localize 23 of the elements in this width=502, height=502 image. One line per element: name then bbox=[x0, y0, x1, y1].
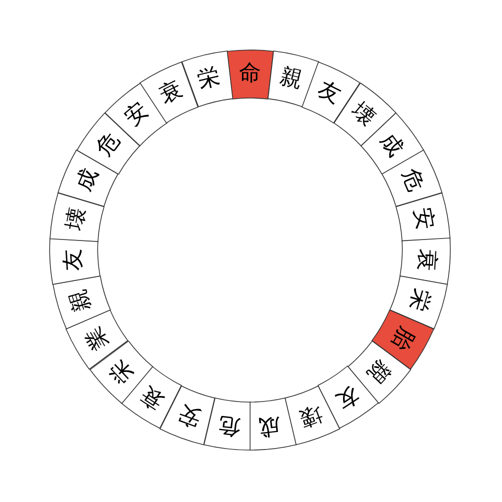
segment-label: 親 bbox=[276, 64, 306, 94]
segment-label: 栄 bbox=[404, 286, 434, 316]
segment-label: 危 bbox=[396, 164, 428, 196]
segment-label: 壊 bbox=[294, 400, 326, 431]
segment-label: 衰 bbox=[413, 248, 438, 273]
segment-label: 壊 bbox=[62, 206, 91, 234]
segment-label: 親 bbox=[361, 354, 395, 388]
segment-label: 安 bbox=[174, 400, 206, 431]
segment-label: 栄 bbox=[105, 354, 139, 388]
segment-label: 衰 bbox=[136, 380, 170, 414]
segment-label: 業 bbox=[81, 322, 114, 354]
segment-label: 安 bbox=[409, 206, 438, 234]
segment-label: 親 bbox=[66, 286, 96, 316]
segment-label: 成 bbox=[72, 164, 104, 196]
segment-label: 成 bbox=[257, 411, 284, 438]
segment-label: 友 bbox=[330, 380, 364, 414]
segment-label: 栄 bbox=[194, 64, 224, 94]
segment-label: 命 bbox=[238, 62, 262, 86]
segment-label: 友 bbox=[62, 248, 87, 273]
segment-label: 危 bbox=[216, 411, 243, 438]
segment-label: 友 bbox=[312, 76, 346, 109]
segment-label: 胎 bbox=[386, 322, 419, 354]
segment-label: 衰 bbox=[154, 76, 188, 109]
